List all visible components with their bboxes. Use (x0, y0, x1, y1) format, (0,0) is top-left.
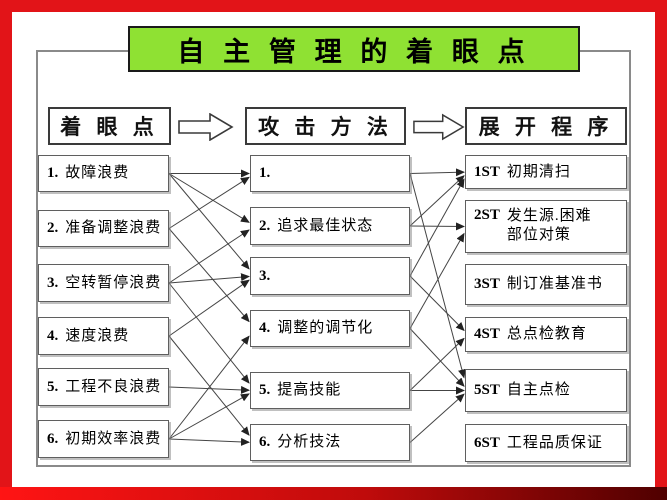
item-number: 5. (47, 378, 59, 395)
item-label: 追求最佳状态 (277, 217, 374, 234)
item-label: 调整的调节化 (277, 320, 374, 337)
item-number: 2ST (474, 207, 500, 223)
item-number: 4. (47, 327, 59, 344)
method-item-adjustment-regulation: 4. 调整的调节化 (250, 310, 410, 347)
item-number: 5ST (474, 382, 500, 398)
item-number: 3. (47, 274, 59, 291)
step-item-autonomous-inspection: 5ST 自主点检 (465, 369, 627, 412)
focus-item-idling-stoppage-loss: 3. 空转暂停浪费 (38, 264, 169, 302)
right-block-arrow-icon (178, 113, 234, 141)
step-item-set-tentative-standards: 3ST 制订准基准书 (465, 264, 627, 305)
item-number: 6. (259, 434, 271, 450)
focus-item-speed-loss: 4. 速度浪费 (38, 317, 169, 355)
item-label: 空转暂停浪费 (65, 274, 162, 291)
connector-lines (168, 168, 466, 446)
method-item-analysis-techniques: 6. 分析技法 (250, 424, 410, 461)
focus-item-setup-adjust-loss: 2. 准备调整浪费 (38, 210, 169, 247)
method-item-3: 3. (250, 257, 410, 295)
item-number: 4. (259, 320, 271, 336)
page-title: 自 主 管 理 的 着 眼 点 (128, 26, 580, 72)
item-label: 发生源.困难 部位对策 (506, 208, 592, 243)
item-label: 工程品质保证 (506, 434, 603, 451)
item-label: 速度浪费 (65, 327, 130, 344)
step-item-initial-cleaning: 1ST 初期清扫 (465, 155, 627, 189)
item-number: 2. (259, 217, 271, 234)
item-number: 1ST (474, 163, 500, 180)
item-label: 故障浪费 (65, 165, 130, 182)
column-header-focus-points: 着 眼 点 (48, 107, 171, 145)
bottom-red-strip (0, 487, 667, 500)
item-number: 4ST (474, 326, 500, 342)
focus-item-startup-efficiency-loss: 6. 初期效率浪费 (38, 420, 169, 458)
slide-page: 自 主 管 理 的 着 眼 点 着 眼 点 攻 击 方 法 展 开 程 序 1.… (12, 12, 655, 487)
item-number: 6. (47, 430, 59, 447)
item-label: 分析技法 (277, 434, 342, 451)
item-number: 3. (259, 267, 271, 284)
item-number: 1. (259, 165, 271, 181)
method-item-pursue-optimal-state: 2. 追求最佳状态 (250, 207, 410, 245)
item-number: 1. (47, 165, 59, 181)
item-number: 5. (259, 382, 271, 398)
method-item-1: 1. (250, 155, 410, 192)
item-label: 初期效率浪费 (65, 430, 162, 447)
item-number: 3ST (474, 276, 500, 292)
step-item-process-quality-assurance: 6ST 工程品质保证 (465, 424, 627, 462)
item-label: 总点检教育 (506, 326, 587, 343)
focus-item-breakdown-loss: 1. 故障浪费 (38, 155, 169, 192)
item-label: 准备调整浪费 (65, 220, 162, 237)
item-label: 工程不良浪费 (65, 378, 162, 395)
method-item-improve-skills: 5. 提高技能 (250, 372, 410, 409)
item-number: 6ST (474, 434, 500, 451)
column-header-deploy-procedure: 展 开 程 序 (465, 107, 627, 145)
focus-item-process-defect-loss: 5. 工程不良浪费 (38, 368, 169, 406)
step-item-source-countermeasures: 2ST 发生源.困难 部位对策 (465, 200, 627, 253)
step-item-general-inspection-education: 4ST 总点检教育 (465, 317, 627, 352)
item-label: 自主点检 (506, 382, 571, 399)
column-header-attack-methods: 攻 击 方 法 (245, 107, 406, 145)
item-label: 初期清扫 (506, 163, 571, 180)
right-block-arrow-icon (413, 113, 465, 141)
item-number: 2. (47, 220, 59, 236)
item-label: 提高技能 (277, 382, 342, 399)
item-label: 制订准基准书 (506, 276, 603, 293)
